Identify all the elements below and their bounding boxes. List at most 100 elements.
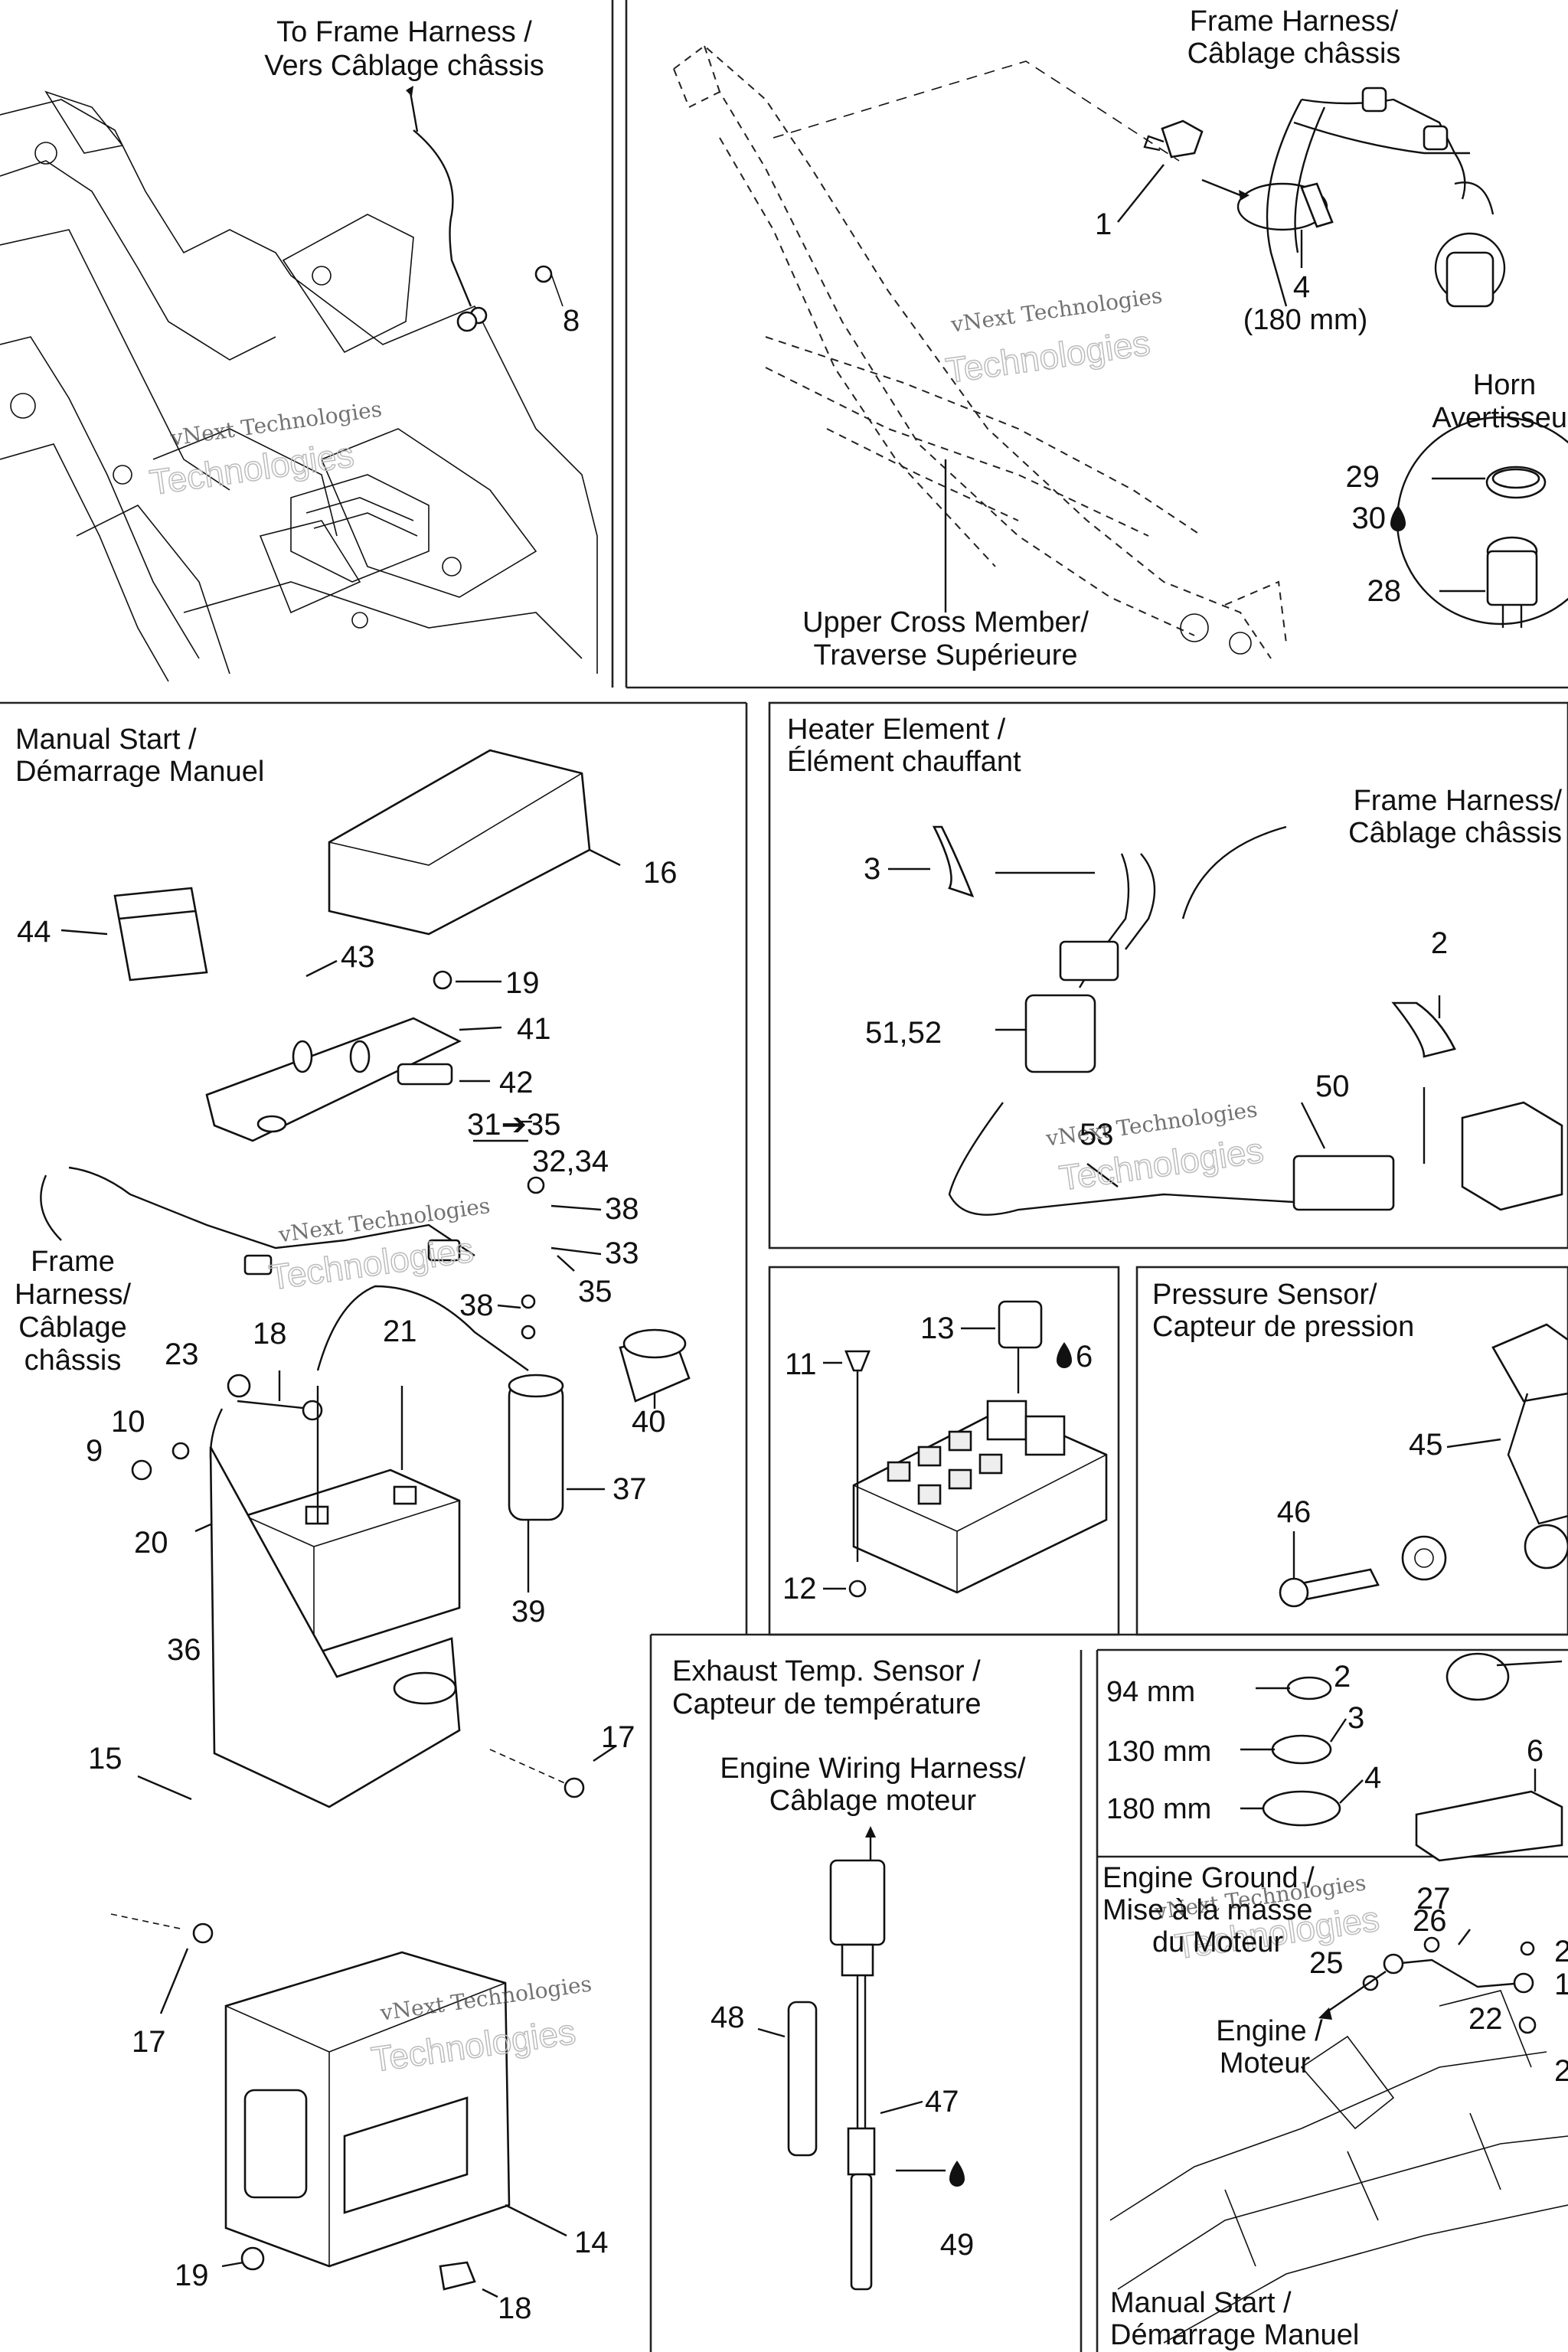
part-number: 4	[1293, 270, 1310, 304]
part-number: 49	[940, 2228, 975, 2262]
part-number: 40	[632, 1405, 666, 1439]
part-number: 25	[1309, 1946, 1344, 1980]
part-number: 32,34	[532, 1145, 609, 1178]
exhaust-temp-drawing	[757, 1826, 923, 2291]
upper-cross-member-label-fr: Traverse Supérieure	[814, 639, 1078, 671]
part-number: 2	[1431, 926, 1448, 960]
part-number: 38	[459, 1289, 494, 1322]
part-number: 42	[499, 1066, 534, 1099]
engine-ground-label-2: Mise à la masse	[1102, 1894, 1313, 1926]
ground-wire-8	[406, 86, 564, 332]
part-number: 2	[1334, 1660, 1351, 1694]
section-labels: To Frame Harness / Vers Câblage châssis …	[15, 5, 1568, 2351]
manual-start-bottom-label: Manual Start /	[1110, 2287, 1292, 2319]
engine-wiring-label-fr: Câblage moteur	[769, 1785, 977, 1817]
part-number: 37	[612, 1472, 647, 1506]
frame-harness-heater-label-fr: Câblage châssis	[1348, 817, 1562, 849]
heater-element-label: Heater Element /	[787, 714, 1006, 746]
part-number: 19	[505, 966, 540, 1000]
part-number: 3	[1348, 1701, 1364, 1735]
part-number: 18	[253, 1317, 287, 1351]
part-number: 35	[578, 1275, 612, 1308]
part-number: 1	[1095, 207, 1112, 241]
part-number: 11	[785, 1348, 817, 1381]
part-number: 50	[1315, 1070, 1350, 1103]
pressure-sensor-label: Pressure Sensor/	[1152, 1279, 1377, 1311]
to-frame-harness-label-fr: Vers Câblage châssis	[264, 50, 544, 82]
heater-element-label-fr: Élément chauffant	[787, 745, 1021, 778]
frame-harness-left-label-4: châssis	[24, 1344, 122, 1377]
part-number: 13	[920, 1312, 955, 1345]
frame-harness-left-label-2: Harness/	[15, 1279, 131, 1311]
part-number: 2	[1554, 2054, 1568, 2088]
horn-assembly	[1396, 232, 1568, 628]
part-number: 30	[1352, 501, 1387, 535]
frame-harness-heater-label: Frame Harness/	[1354, 785, 1563, 817]
part-number: 8	[563, 304, 580, 338]
frame-harness-top-label-fr: Câblage châssis	[1187, 38, 1401, 70]
engine-label-fr: Moteur	[1220, 2047, 1311, 2079]
part-number: 17	[601, 1720, 635, 1754]
grease-drop-icon	[1057, 1342, 1072, 1368]
part-number: 20	[134, 1526, 168, 1560]
part-number: 22	[1468, 2002, 1503, 2036]
horn-label-fr: Avertisseur	[1432, 402, 1568, 434]
part-number: 38	[605, 1192, 639, 1226]
part-number: 44	[17, 915, 51, 949]
tie-94-label: 94 mm	[1106, 1676, 1195, 1708]
part-number: 21	[383, 1315, 417, 1348]
tie-130-label: 130 mm	[1106, 1736, 1211, 1768]
horn-label: Horn	[1473, 369, 1536, 401]
exhaust-temp-label: Exhaust Temp. Sensor /	[672, 1655, 981, 1687]
part-number: 2	[1554, 1935, 1568, 1968]
part-number: 45	[1409, 1428, 1443, 1462]
part-number: 18	[498, 2292, 532, 2325]
exhaust-temp-label-fr: Capteur de température	[672, 1688, 981, 1720]
part-number: 46	[1277, 1495, 1312, 1529]
frame-assembly-drawing	[0, 90, 598, 682]
part-number: 36	[167, 1633, 201, 1667]
part-number: 43	[341, 940, 375, 974]
engine-ground-label-3: du Moteur	[1152, 1926, 1283, 1958]
part-callouts: 1 4 8 29 30 28 16 44 43 19 41 42 31➔35 3…	[17, 164, 1568, 2325]
part-number: 41	[517, 1012, 551, 1046]
part-number: 14	[574, 2226, 609, 2259]
engine-ground-drawing	[1109, 1929, 1568, 2344]
part-number: 53	[1080, 1118, 1114, 1152]
frame-harness-left-label: Frame	[31, 1246, 115, 1278]
part-number: 39	[511, 1595, 546, 1628]
part-number: 33	[605, 1236, 639, 1270]
part-number: 16	[643, 856, 678, 890]
cable-ties-drawing	[1240, 1652, 1563, 1862]
size-180-label: (180 mm)	[1243, 304, 1368, 336]
part-number: 23	[165, 1338, 199, 1371]
part-number: 28	[1367, 574, 1402, 608]
part-number: 1	[1554, 1968, 1568, 2001]
part-number: 31➔35	[467, 1108, 561, 1142]
upper-cross-member-drawing	[673, 44, 1287, 659]
part-number: 48	[710, 2001, 745, 2034]
manual-start-bottom-label-fr: Démarrage Manuel	[1110, 2319, 1359, 2351]
grease-drop-icon	[949, 2161, 965, 2187]
fuse-box-drawing	[844, 1300, 1108, 1598]
to-frame-harness-label: To Frame Harness /	[276, 16, 532, 48]
part-number: 3	[864, 852, 880, 886]
engine-label: Engine /	[1216, 2015, 1323, 2047]
part-number: 19	[175, 2259, 209, 2292]
part-number: 29	[1346, 460, 1380, 494]
engine-ground-label: Engine Ground /	[1102, 1862, 1315, 1894]
part-number: 6	[1527, 1734, 1544, 1768]
pressure-sensor-drawing	[1279, 1323, 1568, 1608]
grease-drop-icon	[1390, 505, 1406, 531]
manual-start-label: Manual Start /	[15, 724, 197, 756]
part-number: 12	[782, 1572, 817, 1606]
part-number: 26	[1413, 1904, 1447, 1938]
part-number: 4	[1364, 1761, 1381, 1795]
tie-180-label: 180 mm	[1106, 1793, 1211, 1825]
manual-start-label-fr: Démarrage Manuel	[15, 756, 264, 788]
heater-element-drawing	[932, 825, 1563, 1216]
pressure-sensor-label-fr: Capteur de pression	[1152, 1311, 1414, 1343]
part-number: 10	[111, 1405, 145, 1439]
